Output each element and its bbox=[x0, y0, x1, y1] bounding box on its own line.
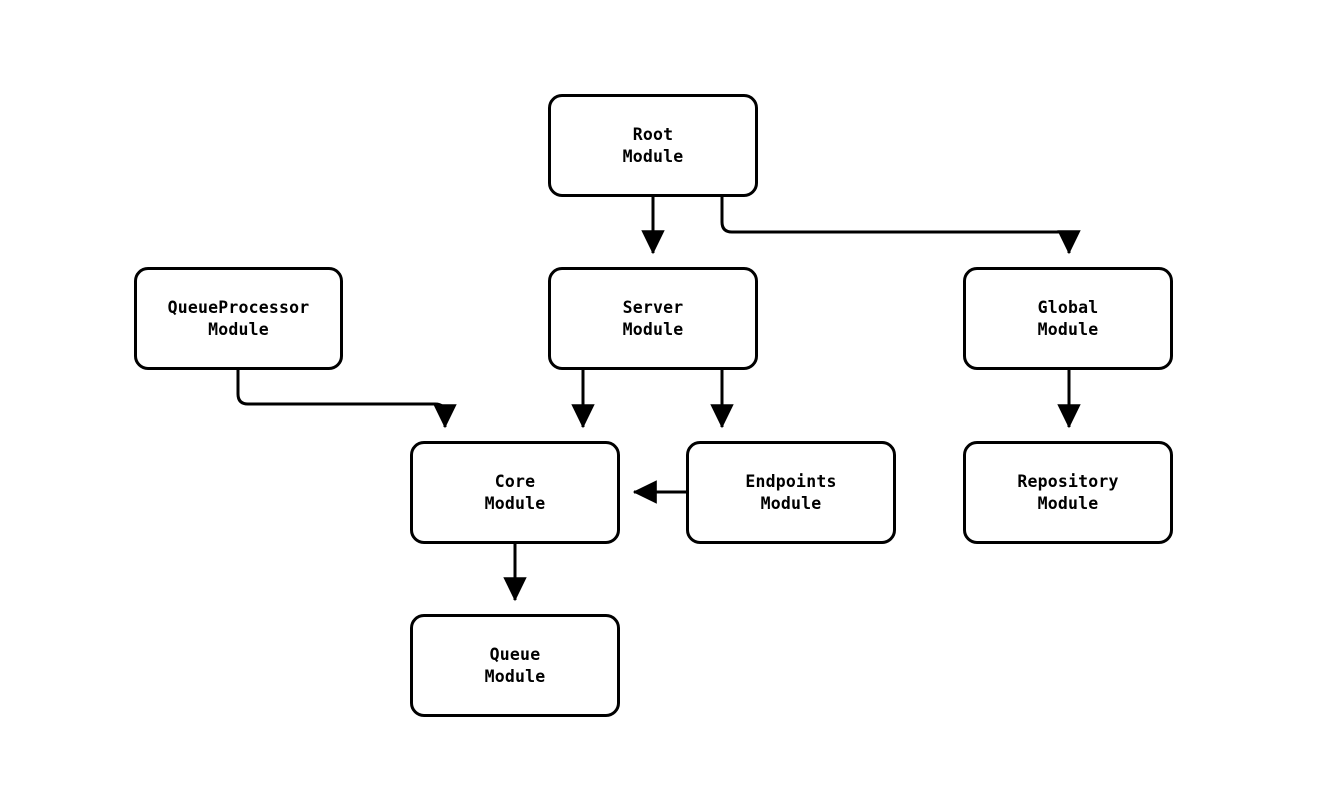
node-queue-module-label-line2: Module bbox=[484, 666, 546, 686]
node-global-module-label-line1: Global bbox=[1037, 297, 1099, 317]
node-server-module[interactable]: Server Module bbox=[548, 267, 758, 370]
node-global-module-label-line2: Module bbox=[1037, 319, 1099, 339]
node-global-module[interactable]: Global Module bbox=[963, 267, 1173, 370]
node-endpoints-module-label-line1: Endpoints bbox=[745, 471, 837, 491]
node-queueprocessor-module[interactable]: QueueProcessor Module bbox=[134, 267, 343, 370]
edge-queueprocessor-to-core bbox=[236, 370, 457, 429]
node-server-module-label-line2: Module bbox=[622, 319, 684, 339]
node-core-module-label-line2: Module bbox=[484, 493, 546, 513]
node-queue-module-label-line1: Queue bbox=[489, 644, 541, 664]
node-repository-module-label-line2: Module bbox=[1037, 493, 1099, 513]
node-queue-module[interactable]: Queue Module bbox=[410, 614, 620, 717]
node-core-module[interactable]: Core Module bbox=[410, 441, 620, 544]
node-endpoints-module-label-line2: Module bbox=[760, 493, 822, 513]
node-root-module[interactable]: Root Module bbox=[548, 94, 758, 197]
node-root-module-label-line1: Root bbox=[632, 124, 674, 144]
node-repository-module-label-line1: Repository bbox=[1017, 471, 1119, 491]
node-repository-module[interactable]: Repository Module bbox=[963, 441, 1173, 544]
node-root-module-label-line2: Module bbox=[622, 146, 684, 166]
edge-root-to-global bbox=[720, 197, 1081, 255]
node-server-module-label-line1: Server bbox=[622, 297, 684, 317]
node-core-module-label-line1: Core bbox=[494, 471, 536, 491]
node-endpoints-module[interactable]: Endpoints Module bbox=[686, 441, 896, 544]
node-queueprocessor-module-label-line1: QueueProcessor bbox=[167, 297, 310, 317]
node-queueprocessor-module-label-line2: Module bbox=[208, 319, 269, 339]
